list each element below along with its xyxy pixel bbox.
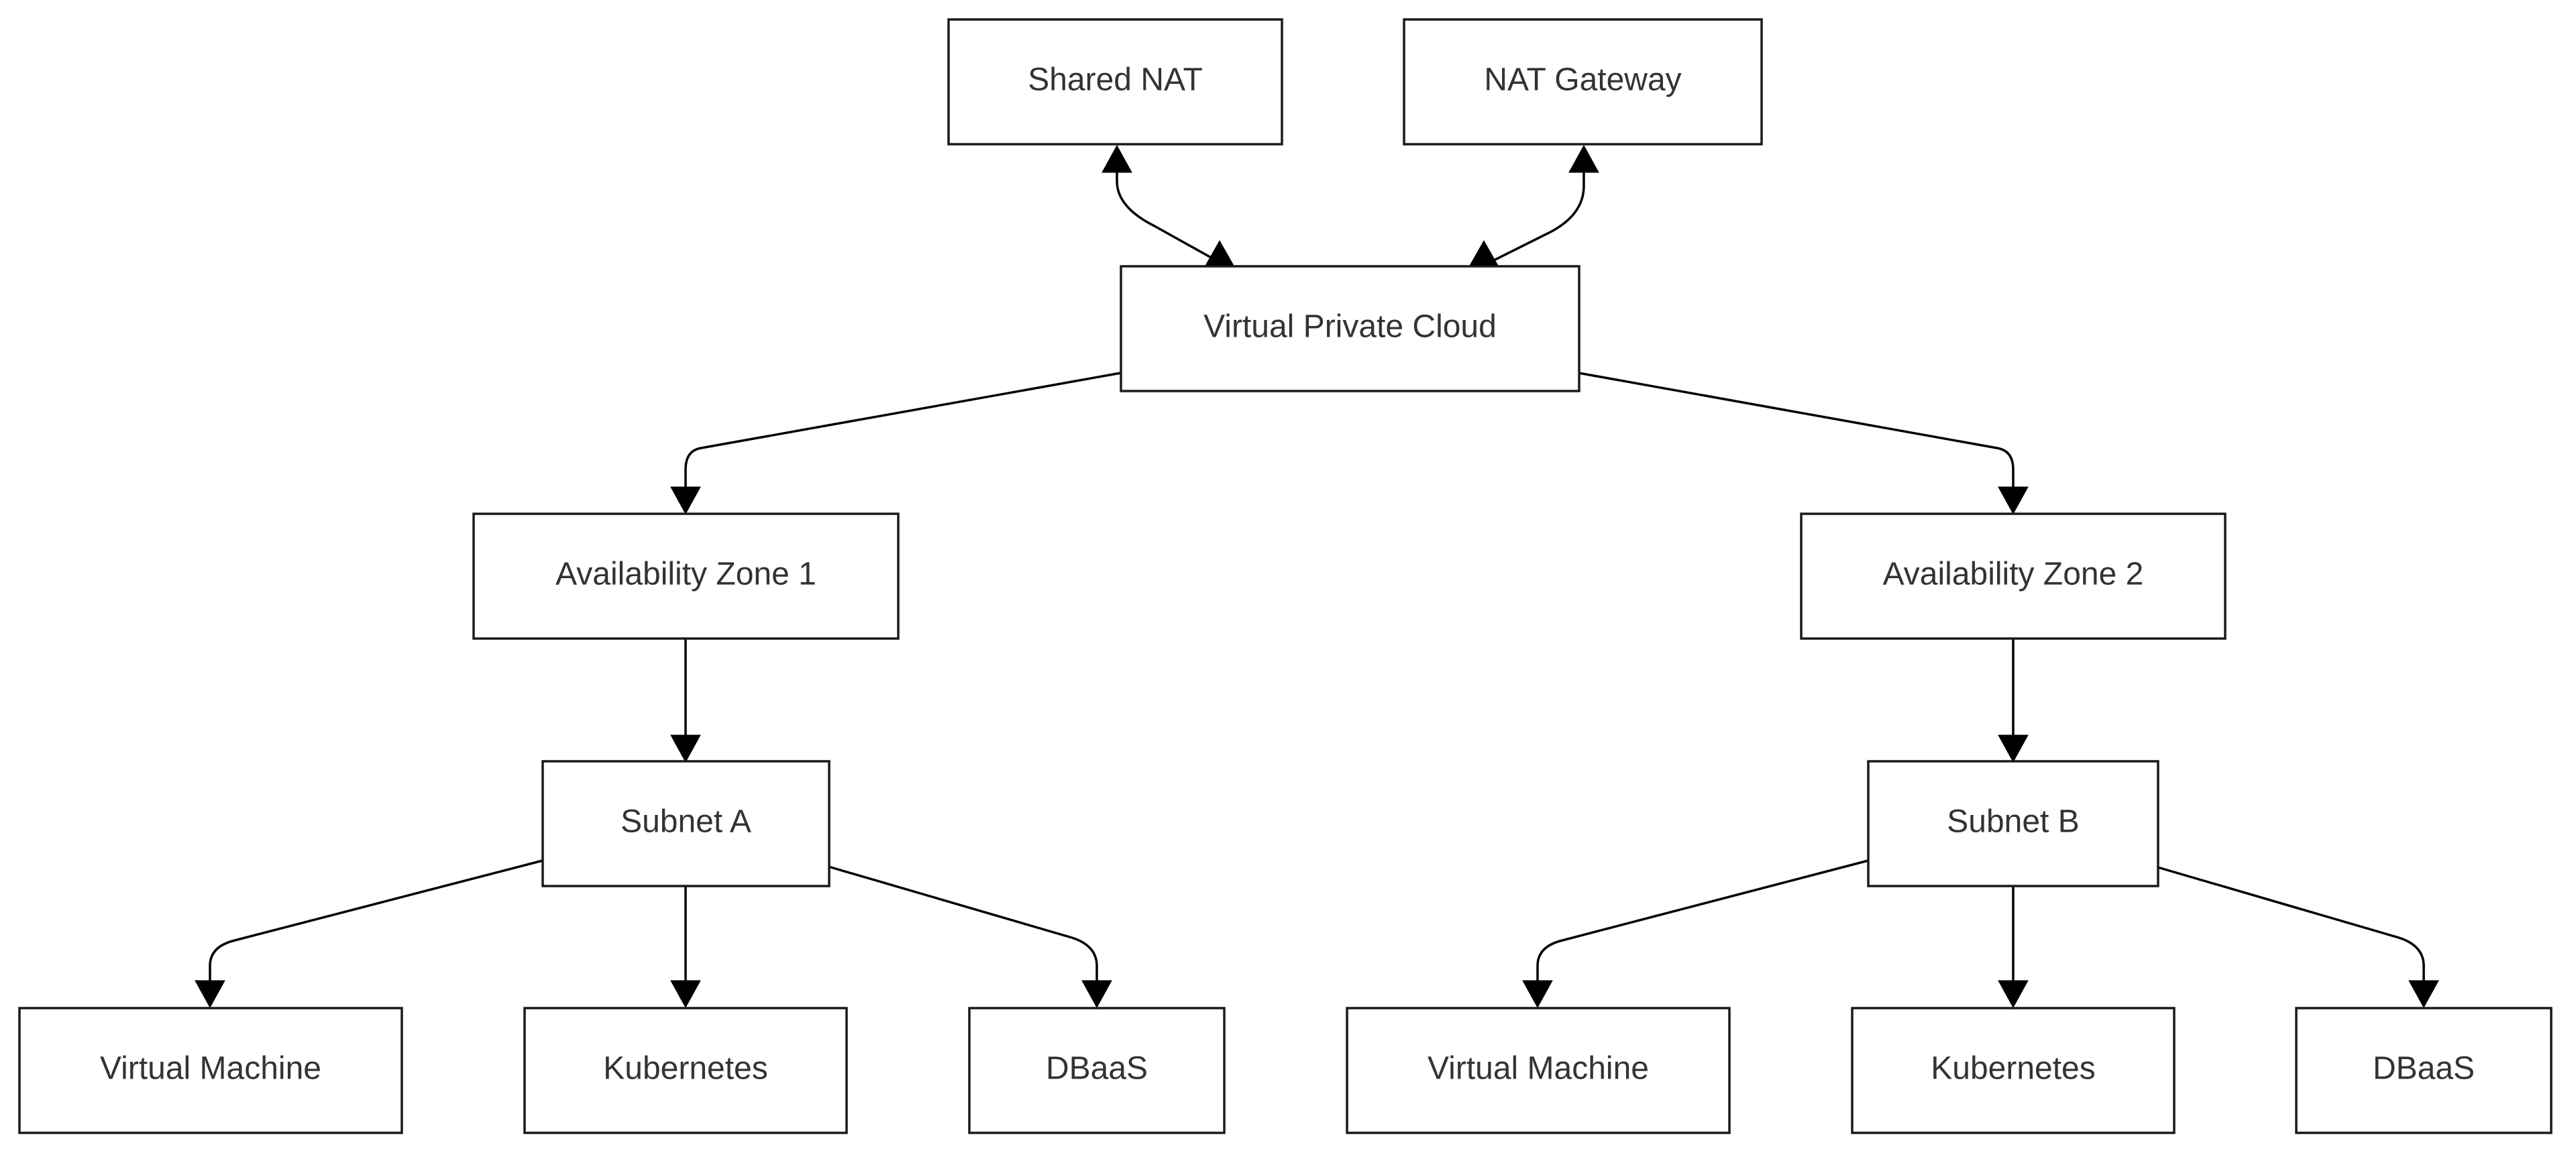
node-label: Subnet A — [621, 804, 751, 840]
edge-subnet-a-kubernetes — [670, 886, 701, 1009]
node-label: DBaaS — [1046, 1051, 1148, 1087]
node-label: Subnet B — [1947, 804, 2079, 840]
arrowhead-down — [2408, 980, 2439, 1009]
edge-az2-subnet-b — [1998, 639, 2029, 763]
node-availability-zone-2[interactable]: Availability Zone 2 — [1800, 512, 2226, 640]
edge-vpc-nat-gateway — [1469, 144, 1599, 266]
node-label: Availability Zone 2 — [1883, 557, 2144, 592]
node-subnet-b[interactable]: Subnet B — [1867, 760, 2159, 887]
nodes: Shared NAT NAT Gateway Virtual Private C… — [18, 18, 2553, 1134]
arrowhead-down — [670, 486, 701, 515]
node-virtual-private-cloud[interactable]: Virtual Private Cloud — [1120, 265, 1580, 392]
edge-subnet-b-vm — [1522, 859, 1869, 1009]
node-label: Shared NAT — [1028, 62, 1203, 98]
node-shared-nat[interactable]: Shared NAT — [947, 18, 1283, 146]
arrowhead-down — [670, 980, 701, 1009]
edge-subnet-b-kubernetes — [1998, 886, 2029, 1009]
arrowhead-down — [1081, 980, 1112, 1009]
node-label: Kubernetes — [603, 1051, 768, 1087]
edges — [195, 144, 2439, 1009]
node-label: Kubernetes — [1931, 1051, 2096, 1087]
arrowhead-up — [1102, 144, 1132, 173]
node-kubernetes-a[interactable]: Kubernetes — [523, 1007, 848, 1134]
edge-vpc-az1 — [670, 372, 1122, 515]
node-kubernetes-b[interactable]: Kubernetes — [1851, 1007, 2176, 1134]
node-dbaas-b[interactable]: DBaaS — [2295, 1007, 2553, 1134]
arrowhead-down — [1522, 980, 1553, 1009]
edge-subnet-a-vm — [195, 859, 543, 1009]
node-label: Virtual Machine — [1428, 1051, 1649, 1087]
node-dbaas-a[interactable]: DBaaS — [968, 1007, 1226, 1134]
arrowhead-down — [1998, 734, 2029, 763]
edge-subnet-b-dbaas — [2155, 865, 2439, 1009]
edge-subnet-a-dbaas — [828, 865, 1112, 1009]
node-availability-zone-1[interactable]: Availability Zone 1 — [472, 512, 900, 640]
node-virtual-machine-b[interactable]: Virtual Machine — [1346, 1007, 1731, 1134]
node-label: Virtual Private Cloud — [1203, 309, 1497, 345]
arrowhead-down — [1205, 239, 1234, 266]
node-nat-gateway[interactable]: NAT Gateway — [1403, 18, 1763, 146]
edge-vpc-shared-nat — [1102, 144, 1234, 266]
node-subnet-a[interactable]: Subnet A — [541, 760, 830, 887]
node-label: Virtual Machine — [100, 1051, 321, 1087]
edge-az1-subnet-a — [670, 639, 701, 763]
node-label: NAT Gateway — [1484, 62, 1681, 98]
arrowhead-down — [1998, 486, 2029, 515]
arrowhead-down — [1998, 980, 2029, 1009]
arrowhead-down — [670, 734, 701, 763]
edge-vpc-az2 — [1578, 372, 2029, 515]
arrowhead-down — [195, 980, 225, 1009]
node-virtual-machine-a[interactable]: Virtual Machine — [18, 1007, 403, 1134]
node-label: DBaaS — [2373, 1051, 2475, 1087]
node-label: Availability Zone 1 — [555, 557, 816, 592]
arrowhead-up — [1568, 144, 1599, 173]
arrowhead-down — [1469, 239, 1499, 266]
